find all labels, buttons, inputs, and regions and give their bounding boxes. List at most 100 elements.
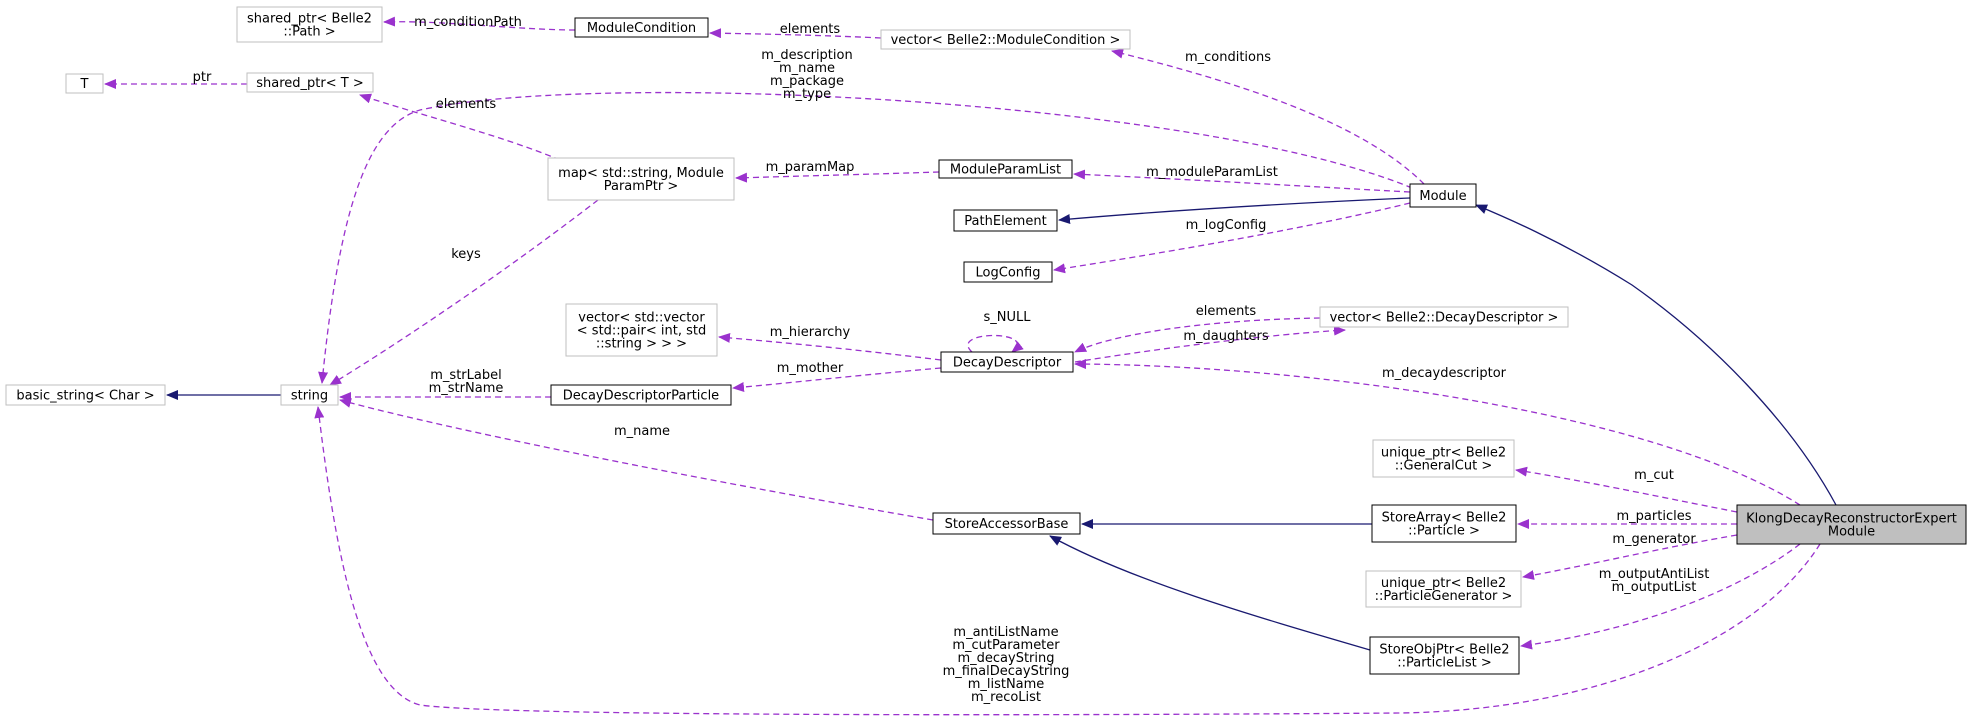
node-decay-descriptor[interactable]: DecayDescriptor (940, 351, 1074, 373)
node-box (880, 29, 1131, 50)
node-label-line: DecayDescriptor (953, 356, 1062, 371)
usage-edge (1515, 466, 1738, 513)
node-label-line: ModuleParamList (950, 163, 1061, 178)
node-label-line: ::ParticleList > (1397, 656, 1492, 671)
node-label: ModuleParamList (950, 163, 1061, 178)
node-label-line: ::string > > > (596, 337, 687, 352)
node-box (246, 72, 374, 93)
edge-label-line: m_mother (777, 361, 844, 376)
usage-edge (339, 398, 934, 521)
usage-edge (1073, 169, 1411, 193)
node-label-line: ParamPtr > (604, 179, 679, 194)
node-vector-decay-descriptor[interactable]: vector< Belle2::DecayDescriptor > (1319, 306, 1569, 328)
node-unique-ptr-general-cut[interactable]: unique_ptr< Belle2::GeneralCut > (1372, 439, 1515, 478)
edge-label-line: m_name (614, 424, 670, 439)
node-label-line: StoreAccessorBase (945, 517, 1069, 532)
node-box (574, 17, 709, 38)
node-box (1736, 504, 1967, 545)
node-shared-ptr-path[interactable]: shared_ptr< Belle2::Path > (236, 6, 383, 43)
node-label-line: unique_ptr< Belle2 (1381, 576, 1506, 591)
node-label: PathElement (964, 214, 1046, 229)
node-shared-ptr-t[interactable]: shared_ptr< T > (246, 72, 374, 93)
node-box (1371, 504, 1517, 543)
node-label-line: shared_ptr< T > (256, 76, 363, 91)
node-decay-descriptor-particle[interactable]: DecayDescriptorParticle (550, 384, 732, 406)
node-label: shared_ptr< Belle2::Path > (247, 12, 372, 40)
edge-label-line: m_decayString (957, 651, 1054, 666)
edge-label-line: m_strLabel (430, 368, 501, 383)
edge-label-m-cut: m_cut (1634, 468, 1674, 483)
node-label-line: ::GeneralCut > (1395, 459, 1492, 474)
edge-label-line: m_paramMap (766, 160, 855, 175)
edge-label-m-moduleParamList: m_moduleParamList (1146, 165, 1278, 180)
edge-label-m-decaydescriptor: m_decaydescriptor (1382, 366, 1507, 381)
node-store-obj-ptr-particle-list[interactable]: StoreObjPtr< Belle2::ParticleList > (1369, 636, 1520, 675)
edge-label-line: elements (1196, 304, 1257, 319)
node-box (932, 512, 1081, 535)
edges-layer (104, 16, 1837, 716)
node-label-line: StoreObjPtr< Belle2 (1379, 643, 1509, 658)
node-label: ModuleCondition (587, 21, 696, 36)
node-path-element[interactable]: PathElement (953, 209, 1058, 232)
node-label: string (291, 389, 328, 404)
node-label: StoreArray< Belle2::Particle > (1382, 511, 1507, 539)
node-box (547, 157, 735, 201)
edge-label-elements-dd: elements (1196, 304, 1257, 319)
edge-label-line: elements (780, 22, 841, 37)
node-t[interactable]: T (65, 73, 104, 94)
usage-edge (718, 332, 942, 361)
node-label: unique_ptr< Belle2::GeneralCut > (1381, 446, 1506, 474)
node-label-line: string (291, 389, 328, 404)
edge-label-line: s_NULL (984, 310, 1032, 325)
edge-label-ptr: ptr (193, 70, 212, 85)
edge-label-m-hierarchy: m_hierarchy (770, 325, 851, 340)
node-string[interactable]: string (280, 384, 339, 406)
node-label: vector< Belle2::ModuleCondition > (891, 33, 1121, 48)
node-label-line: KlongDecayReconstructorExpert (1746, 512, 1957, 527)
edge-label-m-name: m_name (614, 424, 670, 439)
edge-label-line: m_daughters (1183, 329, 1269, 344)
node-label: StoreAccessorBase (945, 517, 1069, 532)
edge-label-line: m_generator (1612, 532, 1696, 547)
node-log-config[interactable]: LogConfig (963, 261, 1053, 283)
node-label-line: vector< std::vector (578, 311, 705, 326)
node-unique-ptr-particle-generator[interactable]: unique_ptr< Belle2::ParticleGenerator > (1365, 570, 1522, 608)
node-label: StoreObjPtr< Belle2::ParticleList > (1379, 643, 1509, 671)
edge-label-line: m_antiListName (953, 625, 1058, 640)
node-vector-module-condition[interactable]: vector< Belle2::ModuleCondition > (880, 29, 1131, 50)
node-box (236, 6, 383, 43)
node-box (280, 384, 339, 406)
node-store-array-particle[interactable]: StoreArray< Belle2::Particle > (1371, 504, 1517, 543)
usage-edge (1074, 317, 1321, 353)
edge-label-line: m_recoList (971, 690, 1041, 705)
edge-label-line: m_logConfig (1186, 218, 1267, 233)
node-box (550, 384, 732, 406)
node-box (940, 351, 1074, 373)
edge-label-elements-cond: elements (780, 22, 841, 37)
node-label: basic_string< Char > (16, 389, 154, 404)
node-store-accessor-base[interactable]: StoreAccessorBase (932, 512, 1081, 535)
inheritance-edge (1058, 197, 1411, 225)
inheritance-edge (1475, 204, 1837, 506)
node-module-param-list[interactable]: ModuleParamList (938, 159, 1073, 179)
node-box (963, 261, 1053, 283)
node-label-line: T (80, 77, 89, 92)
usage-edge (1074, 325, 1346, 363)
edge-label-line: m_listName (968, 677, 1045, 692)
node-vector-vector-pair[interactable]: vector< std::vector< std::pair< int, std… (565, 303, 718, 357)
node-module-condition[interactable]: ModuleCondition (574, 17, 709, 38)
node-basic-string[interactable]: basic_string< Char > (5, 384, 166, 406)
edge-label-line: m_outputAntiList (1599, 567, 1710, 582)
node-label: DecayDescriptor (953, 356, 1062, 371)
usage-edge (1522, 534, 1738, 580)
edge-label-line: m_finalDecayString (943, 664, 1070, 679)
node-box (938, 159, 1073, 179)
node-module[interactable]: Module (1409, 183, 1477, 208)
